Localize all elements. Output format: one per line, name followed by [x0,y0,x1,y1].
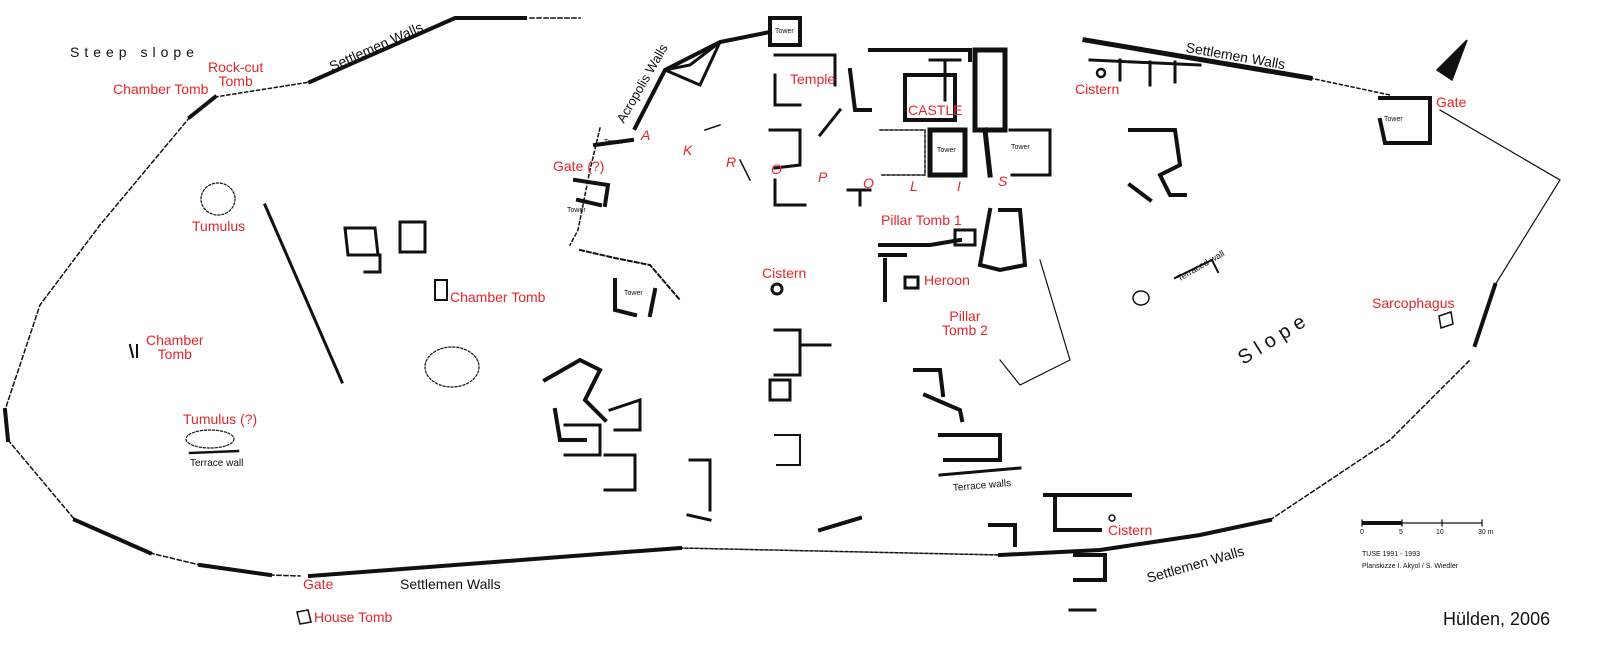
scale-label-5: 5 [1399,529,1403,536]
label-terrace-wall: Terrace wall [190,458,244,469]
east-gate-tower [1377,96,1432,145]
akropolis-letter-4: O [771,161,782,177]
label-cistern-center: Cistern [762,265,807,281]
settlement-wall-nw [187,94,218,120]
label-heroon: Heroon [924,272,970,288]
heroon-structure [903,275,920,290]
label-steep-slope: Steep slope [70,44,199,60]
label-tower-castle2: Tower [1011,144,1030,151]
tumulus-q-circle [185,429,235,449]
scale-label-30: 30 m [1478,529,1494,536]
acropolis-wall [632,29,773,131]
akropolis-letter-2: K [683,142,693,158]
central-cistern [770,282,784,296]
castle-tower [927,127,968,178]
label-house-tomb: House Tomb [314,609,393,625]
akropolis-letter-1: A [641,127,651,143]
label-gate-east: Gate [1436,94,1467,110]
survey-line-1: TUSE 1991 - 1993 [1362,551,1420,558]
label-cistern-ne: Cistern [1075,81,1120,97]
scale-label-0: 0 [1360,529,1364,536]
akropolis-letter-8: I [957,178,961,194]
akropolis-letter-3: R [726,154,737,170]
label-tower-s: Tower [624,290,643,297]
settlement-wall-ne [1082,37,1313,81]
settlement-wall-e [1439,109,1561,286]
scale-label-10: 10 [1436,529,1444,536]
akropolis-letter-5: P [818,169,828,185]
long-diagonal-wall [263,203,344,384]
credit-text: Hülden, 2006 [1443,609,1551,629]
akropolis-letter-6: O [863,175,874,191]
label-tower-top: Tower [775,28,794,35]
label-tower-castle1: Tower [937,147,956,154]
label-chamber-tomb-center: Chamber Tomb [450,289,546,305]
north-arrow [1435,39,1468,82]
label-pillar-tomb-1: Pillar Tomb 1 [881,212,962,228]
sarcophagus-mark [1438,311,1454,329]
label-sarcophagus: Sarcophagus [1372,295,1455,311]
label-temple: Temple [790,71,836,87]
label-settlement-walls-s: Settlemen Walls [400,576,501,592]
label-tower-w2: Tower [567,207,586,214]
settlement-wall-sw [72,517,153,556]
label-castle: CASTLE [908,102,963,118]
akropolis-letter-9: S [998,173,1008,189]
label-tower-w1: Tower [604,139,623,146]
label-tumulus: Tumulus [192,218,246,234]
label-tower-east: Tower [1384,116,1403,123]
house-tomb-mark [296,609,312,625]
label-chamber-tomb-nw: Chamber Tomb [113,81,209,97]
label-pillar-tomb-2: Pillar Tomb 2 [942,308,988,338]
tumulus-circle-2 [424,346,480,388]
label-rock-cut-tomb: Rock-cut Tomb [208,59,264,89]
label-chamber-tomb-w: Chamber Tomb [146,332,204,362]
label-gate-q: Gate (?) [553,158,605,174]
akropolis-letter-7: L [910,178,918,194]
label-cistern-se: Cistern [1108,522,1153,538]
label-gate-south: Gate [303,576,334,592]
survey-line-2: Planskizze I. Akyol / S. Wiedler [1362,563,1459,570]
tumulus-circle [200,182,236,216]
label-tumulus-q: Tumulus (?) [183,411,258,427]
settlement-wall-s [307,545,683,579]
